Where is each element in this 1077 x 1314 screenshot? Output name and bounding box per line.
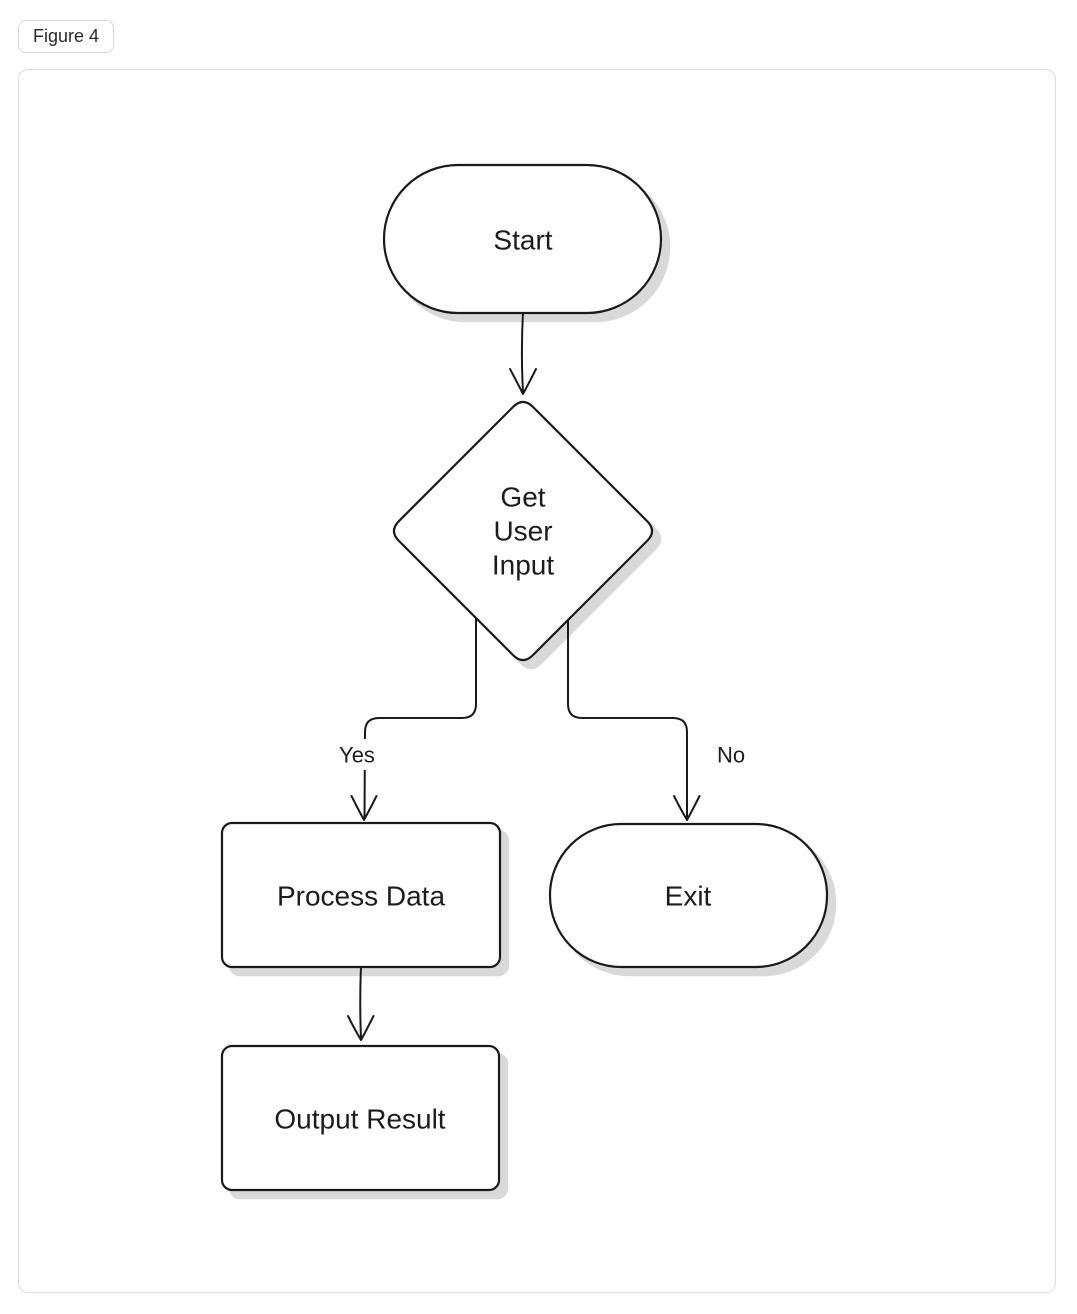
node-exit-label: Exit: [665, 881, 712, 912]
node-decision-label-line1: Get: [500, 482, 545, 513]
edge-process-to-output: [347, 964, 375, 1041]
node-output-label: Output Result: [274, 1104, 445, 1135]
edge-start-to-decision-line: [520, 311, 524, 393]
labels: Start Get User Input Yes No Process Data…: [274, 225, 745, 1135]
nodes: [220, 163, 829, 1192]
node-start-label: Start: [493, 225, 552, 256]
edges: [347, 311, 701, 1041]
figure-caption-chip: Figure 4: [18, 20, 115, 53]
edge-start-to-decision: [509, 311, 537, 395]
arrowhead-down-icon: [347, 1015, 375, 1041]
node-start-shape: [382, 163, 663, 315]
figure-caption-label: Figure 4: [33, 26, 100, 46]
node-decision-label-line2: User: [493, 516, 552, 547]
edge-process-to-output-line: [359, 964, 362, 1039]
node-exit-shape: [548, 822, 829, 969]
node-decision-shape: [392, 400, 654, 662]
arrowhead-down-icon: [673, 795, 701, 821]
edge-label-yes-background: [336, 739, 380, 770]
node-shadows: [228, 171, 837, 1200]
node-process-label: Process Data: [277, 881, 445, 912]
arrowhead-down-icon: [509, 368, 537, 395]
node-decision-label-line3: Input: [492, 550, 554, 581]
edge-decision-to-process: [350, 607, 477, 821]
node-process-shape: [220, 821, 502, 969]
arrowhead-down-icon: [350, 795, 378, 821]
edge-label-yes: Yes: [339, 743, 375, 768]
node-output-shape: [220, 1044, 501, 1192]
edge-label-no: No: [717, 743, 745, 768]
edge-decision-to-process-line: [363, 607, 477, 819]
edge-decision-to-exit-line: [567, 609, 688, 819]
edge-decision-to-exit: [567, 609, 701, 821]
